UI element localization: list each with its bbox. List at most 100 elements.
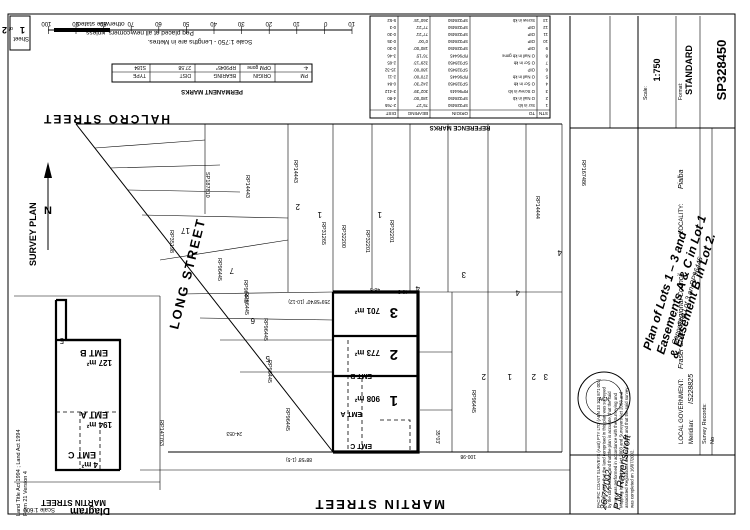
scale-tick-label: 0 — [323, 20, 327, 26]
rm-cell: 5 — [545, 75, 548, 80]
neighbour-lot-label: RP32200 — [340, 225, 346, 248]
certificate-line: Mapping Infrastructure Act 2003 and Surv… — [618, 391, 623, 508]
rm-cell: 8 — [545, 53, 548, 58]
rm-cell: SP328450 — [447, 32, 468, 37]
rm-cell: 2-65 — [387, 60, 396, 65]
scale-caption: Scale 1:750 - Lengths are in Metres. — [147, 38, 252, 45]
rm-cell: 3-46 — [387, 53, 396, 58]
certificate: PACIFIC COAST SURVEYS (Aust) PTY LTD (AB… — [596, 378, 635, 508]
line-dimension: 88°58' (1-5) — [286, 456, 312, 462]
rm-cell: Scr in kb — [518, 103, 535, 108]
rm-cell: RP96445 — [449, 53, 468, 58]
peg-note-line1: Peg placed at all new corners, unless — [85, 29, 193, 36]
rm-cell: 0-84 — [387, 82, 396, 87]
lot-3-number: 3 — [390, 304, 398, 321]
rm-cell: 329°13' — [413, 60, 428, 65]
rm-cell: 0-35 — [387, 39, 396, 44]
company-seal: ACN — [577, 371, 631, 425]
lot-1-area: 908 m² — [354, 394, 380, 403]
neighbour-lot-number: 17 — [181, 226, 190, 235]
neighbour-lot-label: RP147763 — [158, 420, 164, 446]
diagram-emt-b-area: 127 m² — [86, 358, 112, 367]
neighbour-lot-number: 4 — [557, 248, 562, 257]
survey-records-label: Survey Records: — [702, 403, 708, 444]
rm-cell: 5-52 — [387, 18, 396, 23]
pm-cell: RP9045* — [216, 64, 236, 70]
sheet-total: 2 — [2, 25, 7, 35]
rm-cell: O Screw in kb — [508, 89, 535, 94]
rm-cell: OIP — [527, 32, 535, 37]
lot-2-number: 2 — [390, 346, 398, 363]
scale-tick-label: 90 — [72, 20, 79, 26]
neighbour-lot-number: 5 — [59, 336, 64, 345]
rm-cell: SP328450 — [447, 82, 468, 87]
scale-tick-label: 30 — [237, 20, 244, 26]
pm-cell: 27.58 — [178, 64, 191, 70]
scale-label: Scale: — [643, 86, 649, 100]
locality-label: LOCALITY: — [679, 203, 685, 234]
rm-cell: Screw in kb — [512, 18, 535, 23]
rm-header: ORIGIN — [452, 111, 468, 116]
rm-cell: 6 — [545, 68, 548, 73]
rm-cell: O Scr in kb — [513, 60, 535, 65]
rm-header: BEARING — [407, 111, 428, 116]
rm-cell: 0-30 — [387, 32, 396, 37]
certificate-line: associated Regulations and Standards and… — [624, 387, 629, 508]
pm-header: DIST — [180, 72, 191, 78]
pm-cell: S184 — [134, 64, 146, 70]
neighbour-lot-label: SP187810 — [204, 172, 210, 198]
neighbour-lot-label: RP31265 — [320, 222, 326, 245]
rm-cell: SP328450 — [447, 46, 468, 51]
scale-value: 1:750 — [652, 58, 662, 81]
rm-cell: 12 — [543, 25, 548, 30]
rm-cell: 180°00' — [413, 68, 428, 73]
neighbour-lot-label: RP14443 — [244, 175, 250, 198]
rm-cell: 75°27' — [416, 103, 428, 108]
rm-cell: O Nail in kb — [512, 75, 535, 80]
rm-cell: OIP — [527, 25, 535, 30]
scale-tick-label: 20 — [265, 20, 272, 26]
lot1-easement-a-label: EMT A — [340, 410, 362, 417]
neighbour-lot-number: 3 — [543, 372, 548, 381]
rm-cell: 76°15' — [416, 53, 428, 58]
plan-number: SP328450 — [714, 40, 729, 101]
line-dimension: 24-053 — [226, 430, 242, 436]
scale-tick-label: 10 — [348, 20, 355, 26]
pm-header: PM — [301, 72, 309, 78]
diagram-emt-b-label: EMT B — [80, 348, 108, 358]
line-dimension: 48-5 — [370, 286, 380, 292]
martin-street-diagram-label: MARTIN STREET — [41, 498, 106, 507]
rm-cell: SP328450 — [447, 103, 468, 108]
rm-cell: 0-30 — [387, 46, 396, 51]
neighbour-lot-label: RP35198 — [168, 230, 174, 253]
rm-cell: 260°15' — [413, 18, 428, 23]
lot1-easement-c-label: EMT C — [350, 442, 372, 449]
rm-cell: 1 — [545, 103, 548, 108]
rm-cell: RP96445 — [449, 75, 468, 80]
line-dimension: 259°58'40" (10-12) — [288, 298, 330, 304]
line-dimension: 100-98 — [460, 453, 476, 459]
rm-cell: 15-32 — [384, 68, 396, 73]
neighbour-lot-number: 1 — [317, 210, 322, 219]
rm-cell: OIP — [527, 46, 535, 51]
rm-cell: 11 — [543, 32, 548, 37]
pm-cell: OPM gone — [247, 64, 271, 70]
land-title-act: Land Title Act 1994 ; Land Act 1994 — [16, 429, 22, 516]
rm-cell: RP96445 — [449, 89, 468, 94]
survey-plan-label: SURVEY PLAN — [28, 202, 38, 266]
meridian-value: IS228825 — [688, 374, 695, 404]
form-version: Form 21 Version 4 — [23, 471, 29, 516]
rm-cell: 2-11 — [387, 75, 396, 80]
rm-cell: O Nail in kb gone — [501, 53, 535, 58]
neighbour-lot-label: RP96445 — [284, 408, 290, 431]
scale-tick-label: 10 — [292, 20, 299, 26]
rm-cell: 302°39' — [413, 89, 428, 94]
neighbour-lot-number: 6 — [250, 316, 255, 325]
scale-tick-label: 80 — [99, 20, 106, 26]
lga-value: Fraser Coast Regional Council — [678, 273, 685, 369]
rm-cell: 77°21' — [416, 32, 428, 37]
halcro-street-label: HALCRO STREET — [42, 112, 170, 126]
scale-tick-label: 70 — [127, 20, 134, 26]
